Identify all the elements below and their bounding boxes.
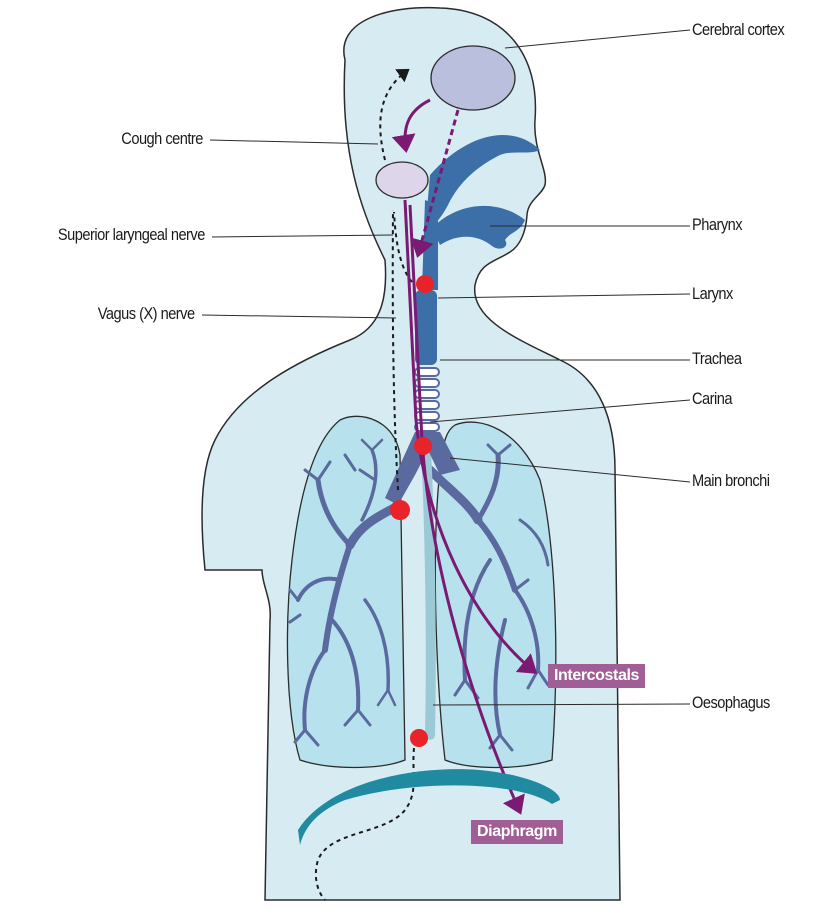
tag-diaphragm: Diaphragm xyxy=(471,820,563,844)
tag-intercostals: Intercostals xyxy=(548,664,645,688)
cough-centre-shape xyxy=(376,162,428,198)
label-main-bronchi: Main bronchi xyxy=(692,471,770,491)
label-cerebral-cortex: Cerebral cortex xyxy=(692,20,784,40)
cerebral-cortex-shape xyxy=(431,46,515,110)
label-larynx: Larynx xyxy=(692,284,733,304)
label-trachea: Trachea xyxy=(692,349,741,369)
label-cough-centre: Cough centre xyxy=(121,129,203,149)
label-carina: Carina xyxy=(692,389,732,409)
label-oesophagus: Oesophagus xyxy=(692,693,770,713)
label-vagus-nerve: Vagus (X) nerve xyxy=(98,304,195,324)
label-superior-laryngeal-nerve: Superior laryngeal nerve xyxy=(58,225,205,245)
label-pharynx: Pharynx xyxy=(692,215,742,235)
